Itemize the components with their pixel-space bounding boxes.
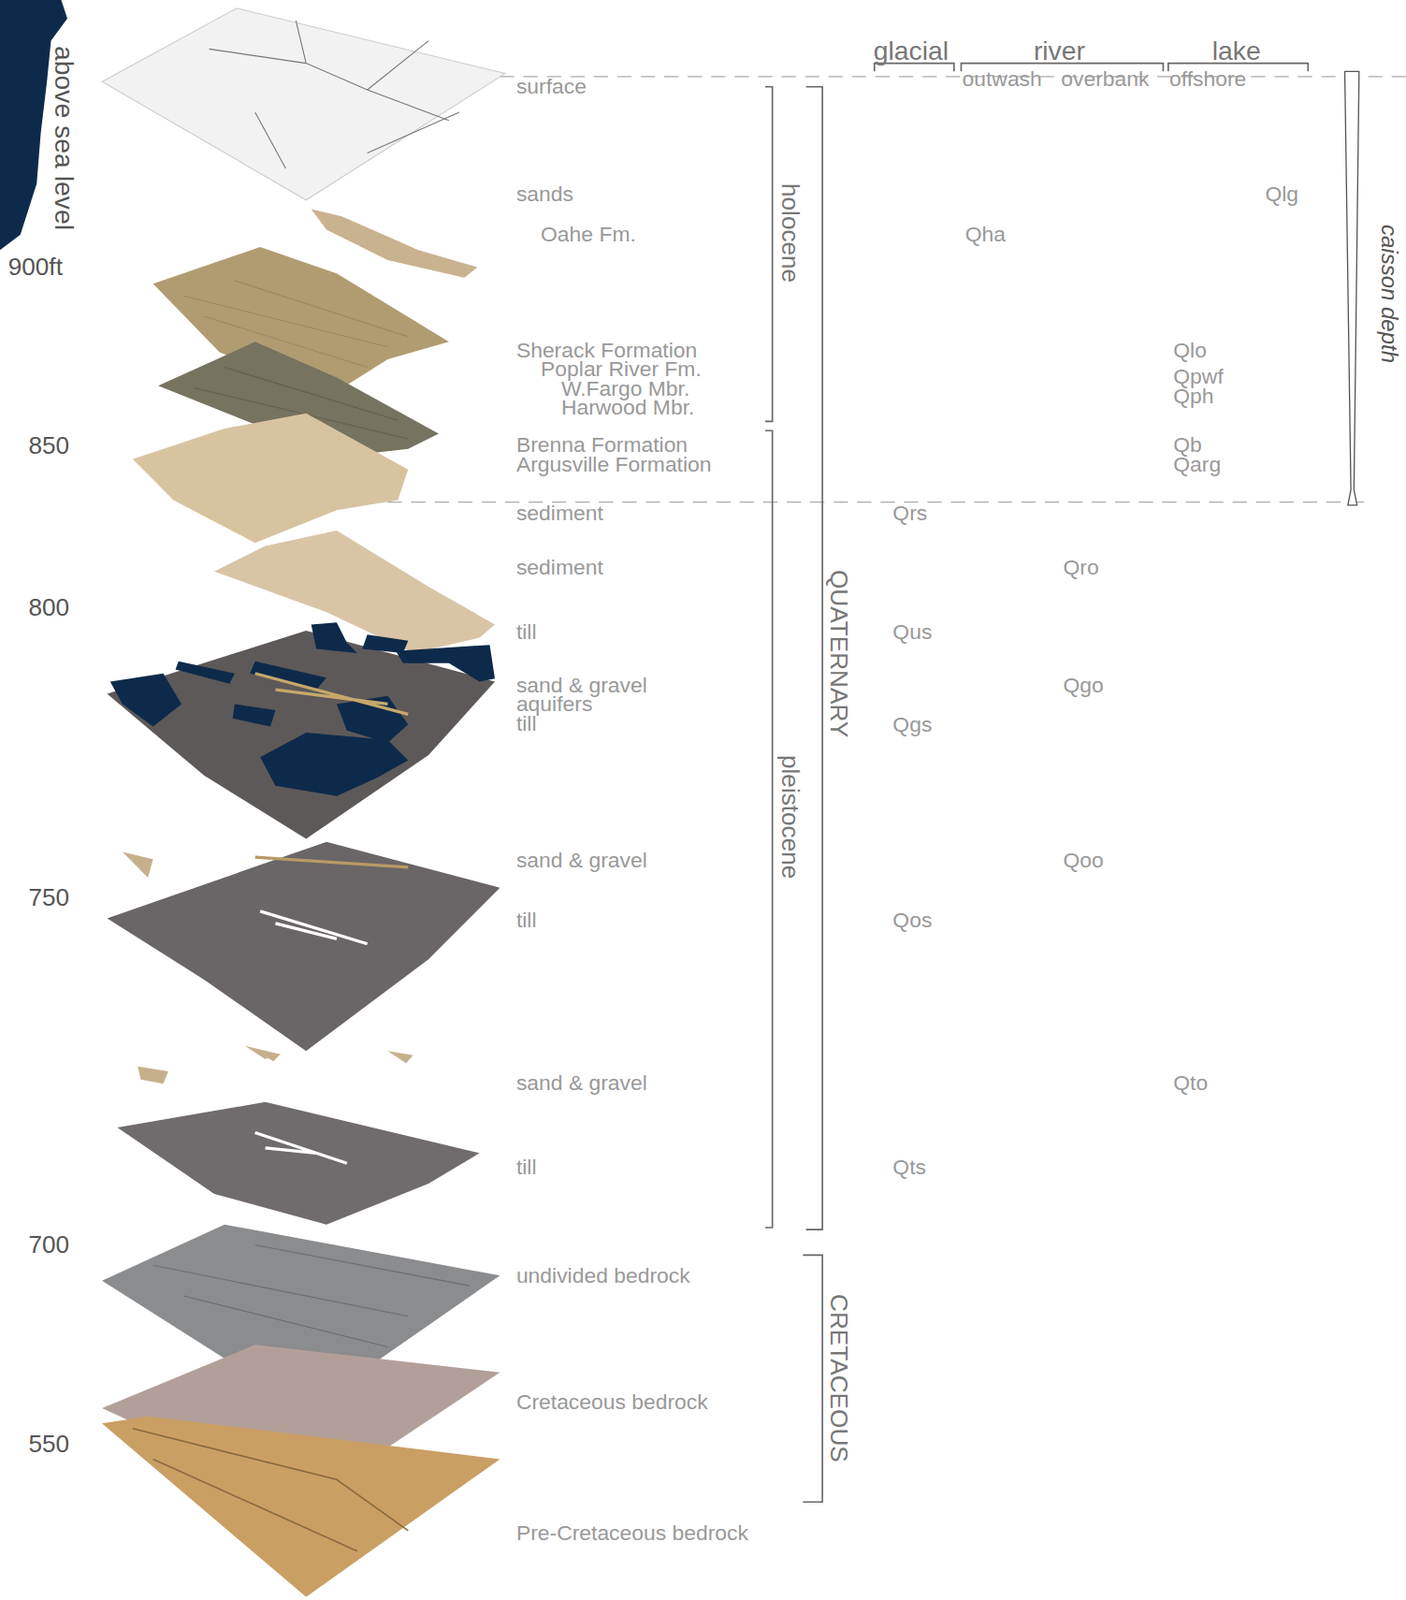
layer-name: Cretaceous bedrock	[516, 1390, 709, 1414]
epoch-label: pleistocene	[776, 754, 804, 879]
sand-flecks	[122, 852, 414, 1085]
unit-code: Qarg	[1173, 452, 1221, 477]
surface-plane	[101, 8, 506, 201]
sand-streaks	[255, 856, 409, 868]
layer-name: till	[516, 620, 537, 644]
layer-name: sand & gravel	[516, 848, 648, 872]
unit-code: Qto	[1173, 1071, 1208, 1095]
layer-texture	[132, 1428, 408, 1551]
caisson-shape	[1345, 71, 1360, 505]
layer-name: Pre-Cretaceous bedrock	[516, 1521, 749, 1545]
ice-streaks	[255, 1132, 348, 1164]
layer-name: Harwood Mbr.	[561, 395, 696, 420]
brenna-layer	[132, 413, 408, 544]
column-header: river	[1033, 36, 1086, 66]
epoch-label: holocene	[776, 183, 804, 283]
unit-code: Qha	[965, 222, 1006, 247]
unit-code: Qgo	[1063, 673, 1104, 697]
bracket	[765, 63, 1308, 1503]
unit-code: Qus	[892, 620, 932, 644]
layer-name: Argusville Formation	[516, 452, 712, 477]
layer-name: till	[516, 711, 537, 736]
layer-name: sands	[516, 182, 574, 206]
unit-code: Qos	[892, 908, 932, 932]
sediment-layer	[214, 530, 495, 653]
till-layer	[107, 630, 495, 839]
unit-code: Qgs	[892, 712, 932, 737]
till-layer	[107, 841, 501, 1052]
layer-name: Oahe Fm.	[540, 222, 637, 247]
unit-code: Qlo	[1173, 338, 1207, 363]
sand-streaks	[255, 673, 409, 715]
unit-code: Qph	[1173, 384, 1214, 408]
elevation-number: 750	[28, 884, 71, 912]
axis-title: above sea level	[48, 45, 78, 231]
caisson-label: caisson depth	[1376, 224, 1401, 363]
pre-cretaceous-layer	[101, 1416, 500, 1597]
elevation-number: 900ft	[8, 253, 63, 281]
layer-name: till	[516, 908, 537, 932]
elevation-number: 700	[28, 1231, 71, 1259]
aquifer-shapes	[110, 622, 495, 796]
layer-name: surface	[516, 74, 587, 99]
column-subheader: overbank	[1060, 67, 1149, 91]
unit-code: Qts	[892, 1155, 927, 1179]
column-subheader: offshore	[1169, 67, 1247, 91]
elevation-number: 850	[28, 432, 71, 460]
unit-code: Qrs	[892, 501, 928, 525]
layer-name: till	[516, 1155, 537, 1179]
unit-code: Qoo	[1063, 848, 1104, 872]
layer-name: sediment	[516, 501, 604, 525]
layer-name: sand & gravel	[516, 1071, 648, 1095]
ice-streaks	[260, 911, 368, 944]
column-header: lake	[1212, 36, 1262, 66]
elevation-number: 800	[28, 594, 71, 622]
column-header: glacial	[873, 36, 949, 66]
unit-code: Qro	[1063, 555, 1100, 580]
layer-texture	[183, 280, 408, 368]
surface-line	[499, 75, 1406, 77]
column-subheader: outwash	[962, 67, 1043, 91]
unit-code: Qlg	[1264, 182, 1299, 206]
period-label: QUATERNARY	[825, 569, 853, 738]
layer-name: undivided bedrock	[516, 1263, 691, 1288]
layer-texture	[153, 1244, 470, 1347]
sands-strip	[311, 209, 479, 278]
layer-name: sediment	[516, 555, 604, 580]
period-label: CRETACEOUS	[825, 1293, 853, 1463]
surface-lines	[209, 20, 460, 169]
elevation-number: 550	[28, 1430, 71, 1458]
till-layer	[116, 1101, 479, 1225]
